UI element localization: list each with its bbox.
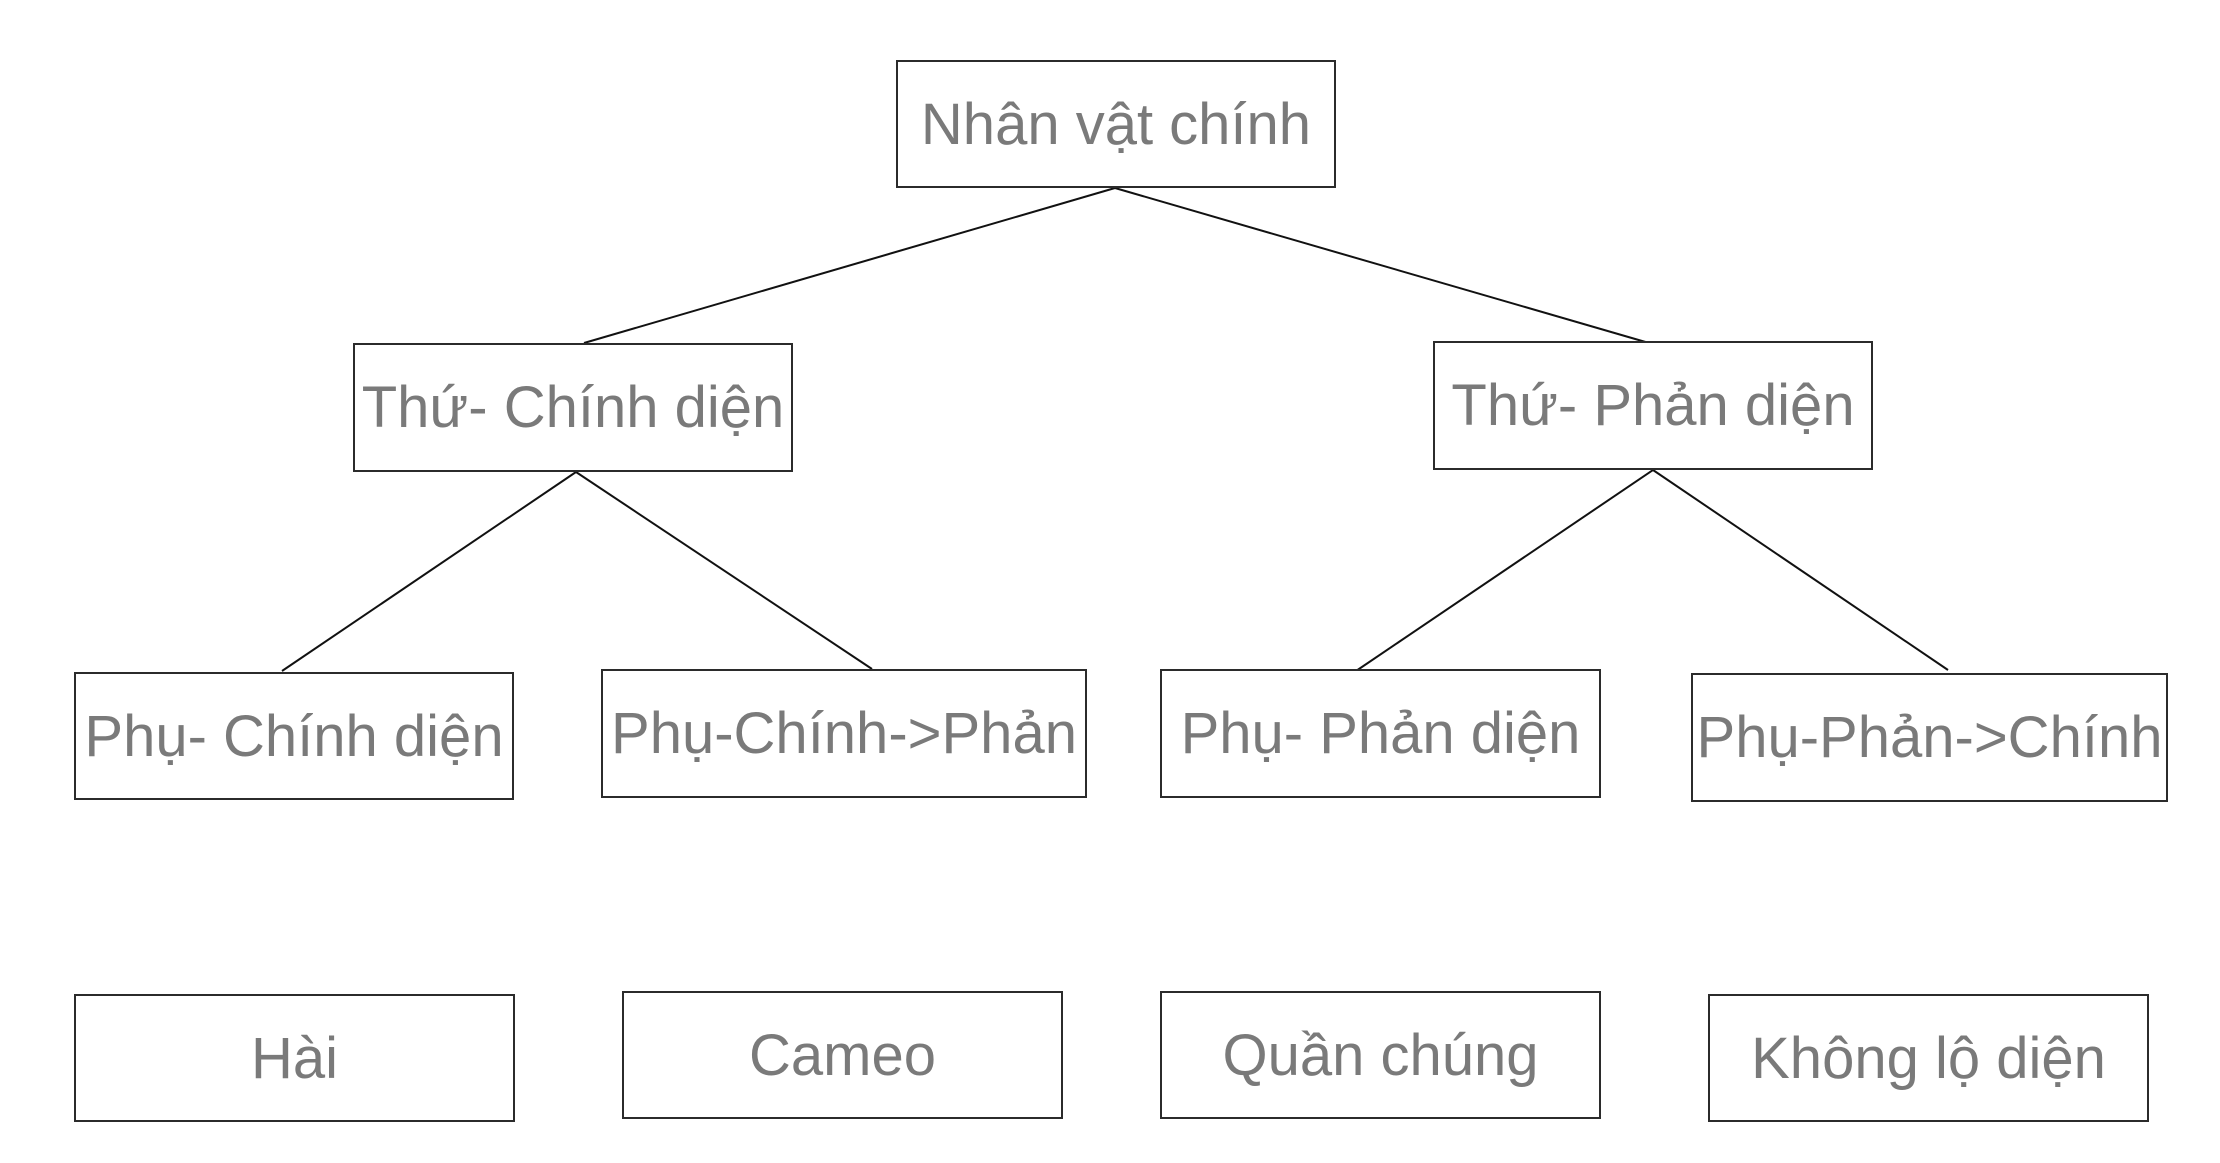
node-root: Nhân vật chính xyxy=(896,60,1336,188)
edge-root-secondary-villain xyxy=(1114,187,1650,344)
node-minor-hero: Phụ- Chính diện xyxy=(74,672,514,800)
node-secondary-villain: Thứ- Phản diện xyxy=(1433,341,1873,470)
node-minor-villain: Phụ- Phản diện xyxy=(1160,669,1601,798)
node-comedy: Hài xyxy=(74,994,515,1122)
edge-secondary-hero-minor-hero-to-villain xyxy=(575,471,873,670)
edge-root-secondary-hero xyxy=(583,187,1116,344)
edge-secondary-villain-minor-villain xyxy=(1355,469,1654,672)
node-secondary-hero: Thứ- Chính diện xyxy=(353,343,793,472)
edge-secondary-hero-minor-hero xyxy=(281,471,577,672)
node-unseen: Không lộ diện xyxy=(1708,994,2149,1122)
edge-secondary-villain-minor-villain-to-hero xyxy=(1652,469,1949,671)
node-minor-villain-to-hero: Phụ-Phản->Chính xyxy=(1691,673,2168,802)
node-minor-hero-to-villain: Phụ-Chính->Phản xyxy=(601,669,1087,798)
node-cameo: Cameo xyxy=(622,991,1063,1119)
node-extras: Quần chúng xyxy=(1160,991,1601,1119)
